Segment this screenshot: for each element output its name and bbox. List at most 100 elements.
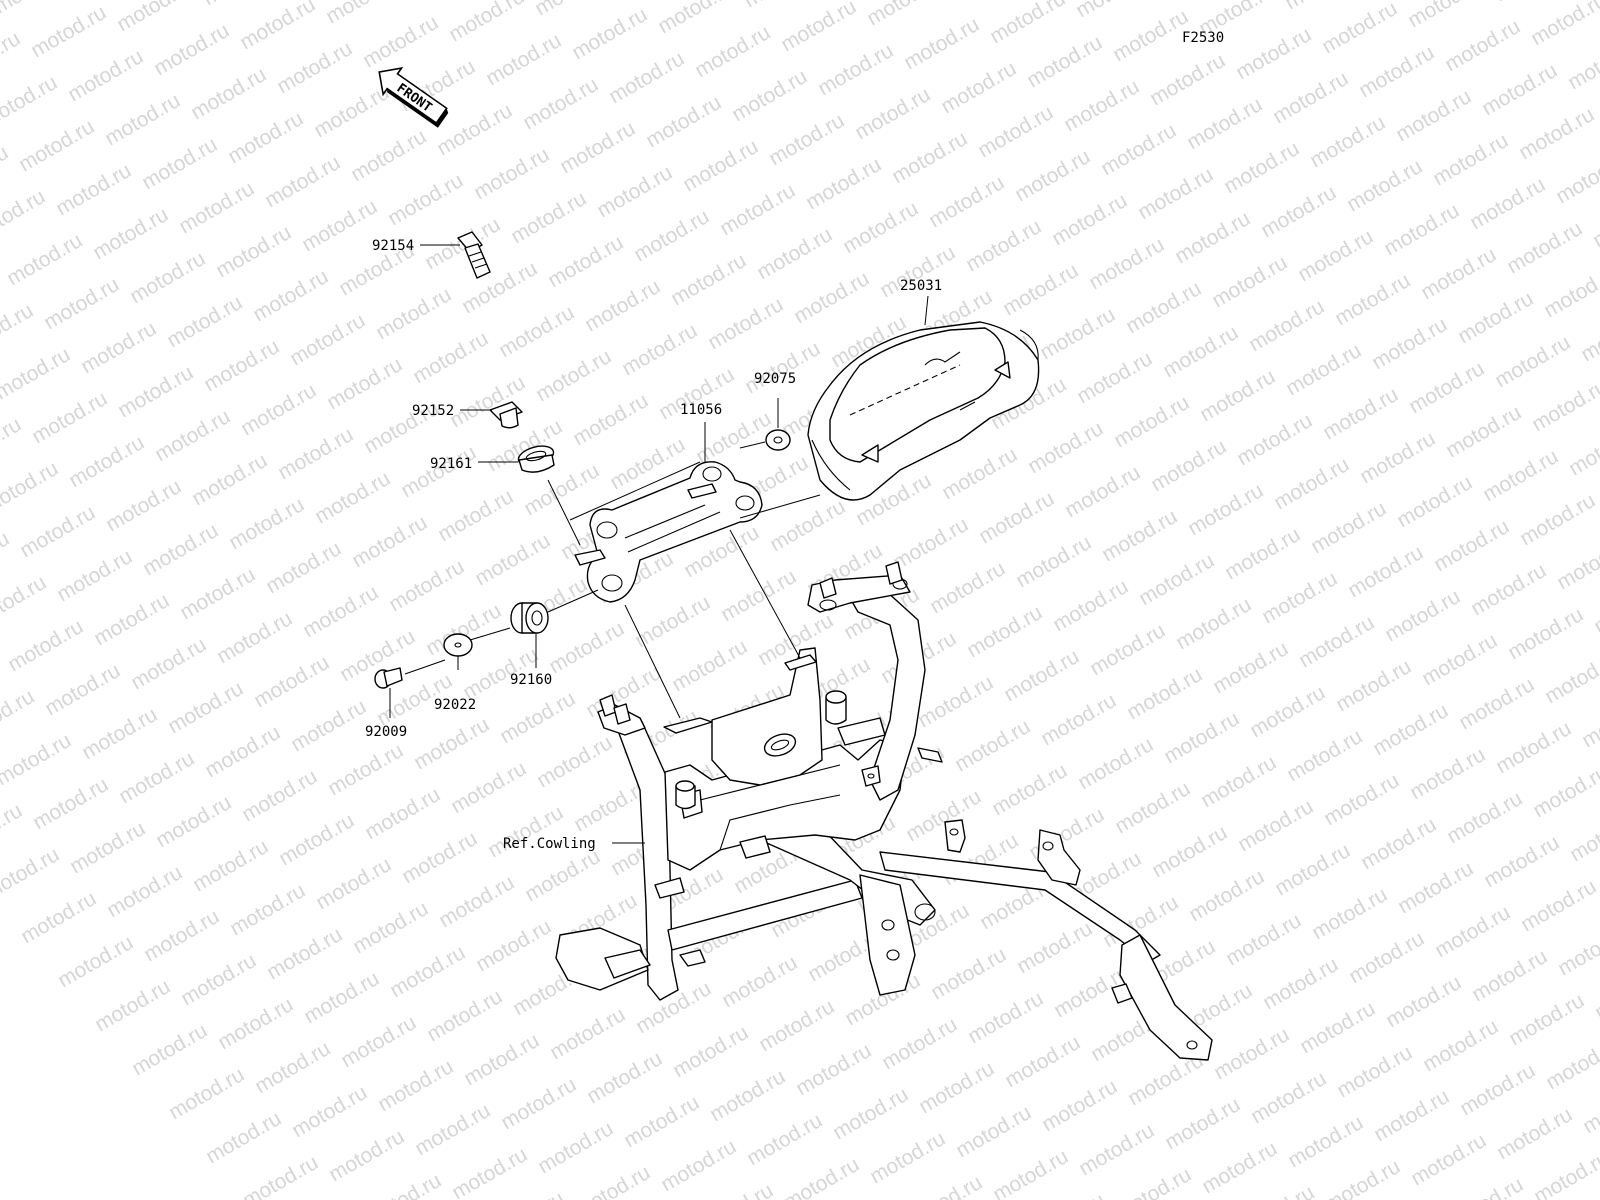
- watermark-text: motod.ru: [127, 633, 210, 694]
- watermark-text: motod.ru: [226, 879, 309, 940]
- meter-assembly-25031: [807, 321, 1040, 501]
- watermark-text: motod.ru: [447, 757, 530, 818]
- watermark-text: motod.ru: [0, 729, 75, 790]
- collar-92152: [489, 401, 523, 429]
- watermark-text: motod.ru: [915, 1057, 998, 1118]
- watermark-text: motod.ru: [1072, 0, 1155, 22]
- watermark-text: motod.ru: [1110, 391, 1193, 452]
- watermark-text: motod.ru: [471, 529, 554, 590]
- watermark-text: motod.ru: [1146, 49, 1229, 110]
- label-92161: 92161: [430, 456, 472, 472]
- watermark-text: motod.ru: [1577, 305, 1600, 366]
- watermark-text: motod.ru: [1345, 927, 1428, 988]
- part-labels: 25031 92075 11056 92154 92152 92161 9216…: [365, 238, 942, 852]
- watermark-text: motod.ru: [1591, 963, 1600, 1024]
- watermark-text: motod.ru: [445, 0, 528, 46]
- watermark-text: motod.ru: [1393, 471, 1476, 532]
- watermark-text: motod.ru: [1294, 225, 1377, 286]
- watermark-text: motod.ru: [753, 223, 836, 284]
- watermark-text: motod.ru: [359, 11, 442, 72]
- label-92160: 92160: [510, 672, 552, 688]
- watermark-text: motod.ru: [27, 1, 110, 62]
- diagram-code: F2530: [1182, 30, 1224, 46]
- watermark-text: motod.ru: [1284, 1111, 1367, 1172]
- watermark-text: motod.ru: [374, 1055, 457, 1116]
- watermark-text: motod.ru: [545, 617, 628, 678]
- watermark-text: motod.ru: [348, 511, 431, 572]
- watermark-text: motod.ru: [642, 91, 725, 152]
- watermark-text: motod.ru: [1134, 163, 1217, 224]
- watermark-text: motod.ru: [1160, 707, 1243, 768]
- watermark-text: motod.ru: [0, 71, 61, 132]
- watermark-text: motod.ru: [1259, 953, 1342, 1014]
- watermark-text: motod.ru: [1320, 769, 1403, 830]
- watermark-text: motod.ru: [780, 1153, 863, 1200]
- watermark-text: motod.ru: [1196, 365, 1279, 426]
- watermark-text: motod.ru: [657, 1135, 740, 1196]
- watermark-text: motod.ru: [964, 987, 1047, 1048]
- watermark-text: motod.ru: [0, 571, 50, 632]
- watermark-text: motod.ru: [1012, 531, 1095, 592]
- watermark-text: motod.ru: [187, 63, 270, 124]
- watermark-text: motod.ru: [1183, 93, 1266, 154]
- watermark-text: motod.ru: [1085, 233, 1168, 294]
- watermark-text: motod.ru: [458, 257, 541, 318]
- watermark-text: motod.ru: [704, 293, 787, 354]
- watermark-text: motod.ru: [1333, 1041, 1416, 1102]
- label-92154: 92154: [372, 238, 414, 254]
- watermark-text: motod.ru: [718, 951, 801, 1012]
- watermark-text: motod.ru: [1221, 523, 1304, 584]
- watermark-text: motod.ru: [138, 133, 221, 194]
- watermark-text: motod.ru: [1515, 103, 1598, 164]
- watermark-text: motod.ru: [1578, 691, 1600, 752]
- watermark-text: motod.ru: [1258, 567, 1341, 628]
- watermark-text: motod.ru: [4, 615, 87, 676]
- watermark-text: motod.ru: [349, 897, 432, 958]
- watermark-text: motod.ru: [385, 555, 468, 616]
- watermark-text: motod.ru: [963, 601, 1046, 662]
- watermark-text: motod.ru: [89, 203, 172, 264]
- watermark-text: motod.ru: [814, 39, 897, 100]
- watermark-text: motod.ru: [139, 519, 222, 580]
- watermark-text: motod.ru: [214, 993, 297, 1054]
- watermark-text: motod.ru: [667, 249, 750, 310]
- watermark-text: motod.ru: [115, 747, 198, 808]
- watermark-text: motod.ru: [1061, 461, 1144, 522]
- watermark-text: motod.ru: [236, 0, 319, 54]
- watermark-text: motod.ru: [261, 151, 344, 212]
- damper-92160: [510, 602, 549, 634]
- watermark-text: motod.ru: [298, 195, 381, 256]
- watermark-text: motod.ru: [1540, 261, 1600, 322]
- watermark-text: motod.ru: [434, 485, 517, 546]
- watermark-text: motod.ru: [1441, 15, 1524, 76]
- watermark-text: motod.ru: [323, 353, 406, 414]
- watermark-text: motod.ru: [1247, 1067, 1330, 1128]
- watermark-text: motod.ru: [765, 109, 848, 170]
- watermark-text: motod.ru: [53, 545, 136, 606]
- watermark-text: motod.ru: [163, 291, 246, 352]
- watermark-text: motod.ru: [717, 565, 800, 626]
- watermark-text: motod.ru: [620, 1091, 703, 1152]
- watermark-text: motod.ru: [54, 931, 137, 992]
- watermark-text: motod.ru: [176, 563, 259, 624]
- watermark-text: motod.ru: [0, 843, 63, 904]
- watermark-text: motod.ru: [17, 887, 100, 948]
- watermark-text: motod.ru: [1097, 119, 1180, 180]
- watermark-text: motod.ru: [1357, 813, 1440, 874]
- watermark-text: motod.ru: [1466, 173, 1549, 234]
- watermark-text: motod.ru: [1503, 217, 1586, 278]
- watermark-text: motod.ru: [1233, 409, 1316, 470]
- watermark-text: motod.ru: [878, 1013, 961, 1074]
- watermark-text: motod.ru: [1109, 5, 1192, 66]
- watermark-text: motod.ru: [90, 589, 173, 650]
- watermark-text: motod.ru: [0, 0, 73, 18]
- watermark-text: motod.ru: [1036, 303, 1119, 364]
- watermark-text: motod.ru: [1467, 559, 1550, 620]
- watermark-text: motod.ru: [1024, 417, 1107, 478]
- watermark-text: motod.ru: [556, 117, 639, 178]
- frame-stay: [555, 561, 1213, 1061]
- watermark-text: motod.ru: [485, 1187, 568, 1200]
- watermark-text: motod.ru: [1529, 761, 1600, 822]
- watermark-text: motod.ru: [102, 475, 185, 536]
